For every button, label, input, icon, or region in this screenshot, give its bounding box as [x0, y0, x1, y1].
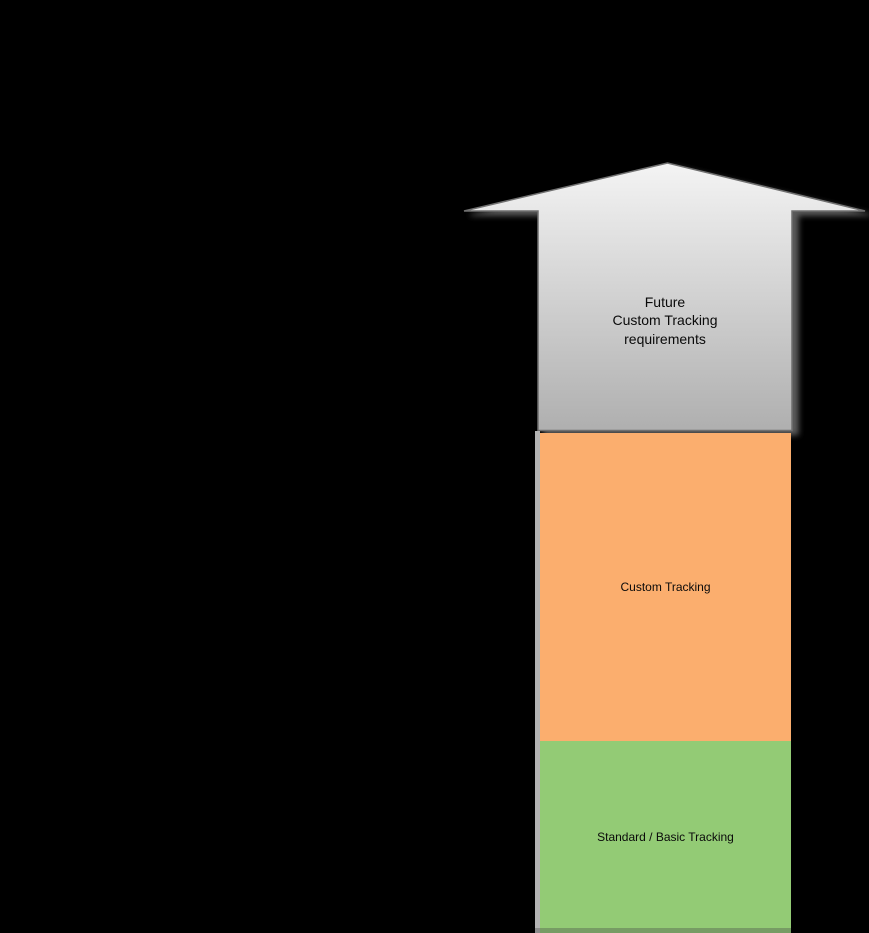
bottom-edge-shade: [535, 928, 791, 933]
segment-standard-tracking: Standard / Basic Tracking: [540, 741, 791, 933]
segment-standard-tracking-label: Standard / Basic Tracking: [597, 830, 734, 844]
up-arrow-shape: [463, 162, 866, 432]
segment-custom-tracking: Custom Tracking: [540, 433, 791, 741]
segment-custom-tracking-label: Custom Tracking: [620, 580, 711, 594]
left-edge-strip: [535, 431, 540, 933]
